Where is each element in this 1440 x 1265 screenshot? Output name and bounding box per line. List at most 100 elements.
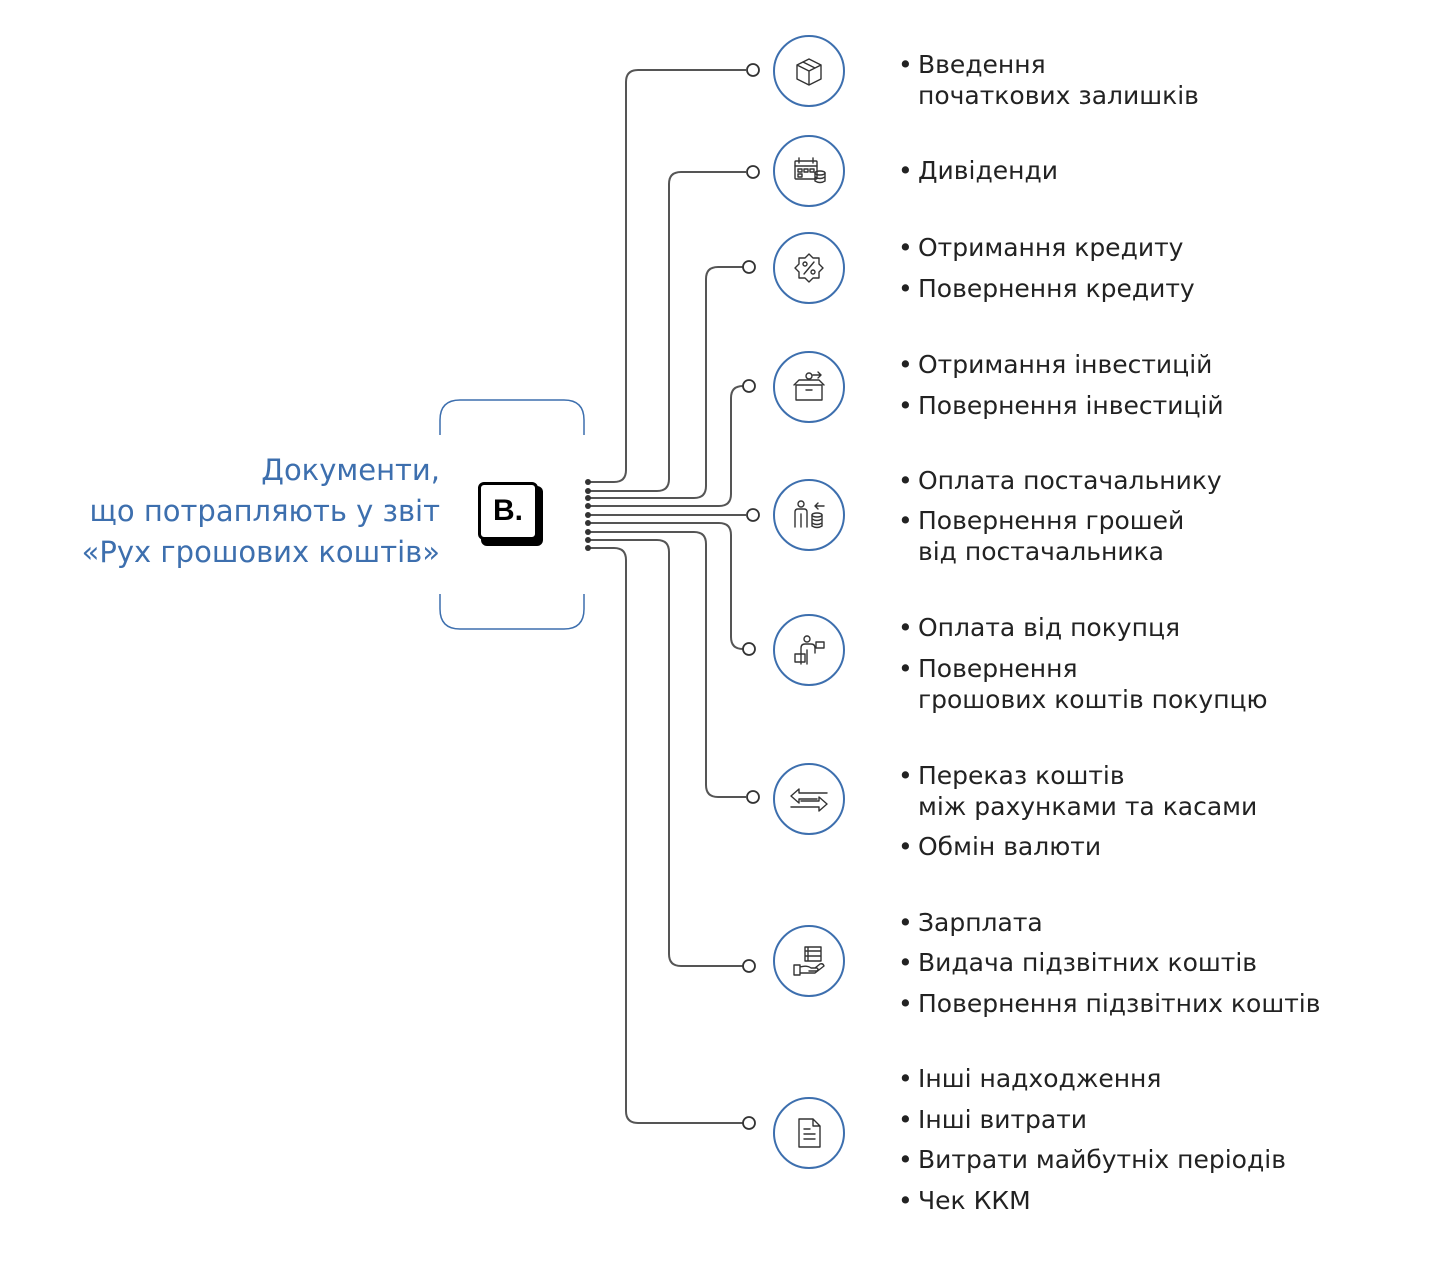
icon-circle-5 xyxy=(773,479,845,551)
icon-circle-9 xyxy=(773,1097,845,1169)
diagram-title: Документи, що потрапляють у звіт «Рух гр… xyxy=(60,450,440,573)
list-item: •Витрати майбутніх періодів xyxy=(898,1144,1286,1175)
bullet-dot: • xyxy=(898,274,913,303)
buyer-payment-icon xyxy=(794,635,825,665)
connector-end-5 xyxy=(746,508,760,522)
connector-end-2 xyxy=(746,165,760,179)
bullet-dot: • xyxy=(898,613,913,642)
logo: B. xyxy=(478,482,544,546)
title-line-1: Документи, xyxy=(261,453,440,487)
connector-pin-1 xyxy=(585,479,591,485)
supplier-payment-icon xyxy=(794,500,825,529)
bullet-dot: • xyxy=(898,989,913,1018)
list-item: •Видача підзвітних коштів xyxy=(898,947,1257,978)
list-item-text: Оплата від покупця xyxy=(918,613,1180,642)
investment-box-icon xyxy=(793,371,825,401)
list-item: •Інші витрати xyxy=(898,1104,1087,1135)
bullet-dot: • xyxy=(898,908,913,937)
icon-circle-4 xyxy=(773,351,845,423)
bullet-dot: • xyxy=(898,506,913,535)
connector-pin-2 xyxy=(585,488,591,494)
bullet-dot: • xyxy=(898,832,913,861)
list-item: •Повернення кредиту xyxy=(898,273,1195,304)
list-item-text: між рахунками та касами xyxy=(918,792,1258,821)
list-item-text: Дивіденди xyxy=(918,156,1059,185)
connector-line-4 xyxy=(588,385,746,507)
list-item-text: Отримання кредиту xyxy=(918,233,1184,262)
connector-line-1 xyxy=(588,69,746,483)
list-item-text: від постачальника xyxy=(918,537,1164,566)
bullet-dot: • xyxy=(898,233,913,262)
list-item: •Зарплата xyxy=(898,907,1043,938)
bullet-dot: • xyxy=(898,1145,913,1174)
bullet-dot: • xyxy=(898,948,913,977)
list-item-text: Інші витрати xyxy=(918,1105,1088,1134)
list-item-text: Інші надходження xyxy=(918,1064,1162,1093)
box-icon xyxy=(796,58,822,86)
connector-line-9 xyxy=(588,547,746,1124)
list-item: •Повернення інвестицій xyxy=(898,390,1224,421)
list-item: •Дивіденди xyxy=(898,155,1058,186)
list-item-text: Введення xyxy=(918,50,1046,79)
list-item-text: Оплата постачальнику xyxy=(918,466,1222,495)
connector-end-7 xyxy=(746,790,760,804)
calendar-coins-icon xyxy=(794,157,826,184)
connector-pin-8 xyxy=(585,537,591,543)
connector-end-8 xyxy=(742,959,756,973)
list-item-text: Отримання інвестицій xyxy=(918,350,1213,379)
list-item: •Отримання інвестицій xyxy=(898,349,1212,380)
list-item: •Отримання кредиту xyxy=(898,232,1183,263)
list-item-text: Видача підзвітних коштів xyxy=(918,948,1258,977)
bullet-dot: • xyxy=(898,50,913,79)
connector-end-3 xyxy=(742,260,756,274)
bullet-dot: • xyxy=(898,761,913,790)
connector-line-8 xyxy=(588,539,746,967)
list-item-text: Повернення інвестицій xyxy=(918,391,1224,420)
list-item-text: грошових коштів покупцю xyxy=(918,685,1268,714)
list-item-text: Переказ коштів xyxy=(918,761,1125,790)
connector-pin-9 xyxy=(585,545,591,551)
list-item: •Оплата від покупця xyxy=(898,612,1180,643)
title-line-2: що потрапляють у звіт xyxy=(89,494,440,528)
connector-pin-5 xyxy=(585,512,591,518)
icon-circle-6 xyxy=(773,614,845,686)
bullet-dot: • xyxy=(898,466,913,495)
list-item: •Оплата постачальнику xyxy=(898,465,1222,496)
list-item: •Інші надходження xyxy=(898,1063,1161,1094)
connector-end-9 xyxy=(742,1116,756,1130)
connector-line-6 xyxy=(588,522,746,650)
list-item: •Обмін валюти xyxy=(898,831,1101,862)
connector-pin-7 xyxy=(585,529,591,535)
connector-pin-4 xyxy=(585,503,591,509)
connector-pin-6 xyxy=(585,520,591,526)
connector-line-2 xyxy=(588,171,746,492)
bracket-bottom xyxy=(439,594,585,630)
percent-gear-icon xyxy=(794,253,824,283)
bracket-top xyxy=(439,399,585,435)
list-item: •Чек ККМ xyxy=(898,1185,1031,1216)
list-item-text: Повернення підзвітних коштів xyxy=(918,989,1321,1018)
list-item-text: Витрати майбутніх періодів xyxy=(918,1145,1286,1174)
connector-end-4 xyxy=(742,379,756,393)
list-item-text: Повернення xyxy=(918,654,1078,683)
connector-pin-3 xyxy=(585,495,591,501)
transfer-arrows-icon xyxy=(790,788,828,812)
bullet-dot: • xyxy=(898,1186,913,1215)
list-item-text: Чек ККМ xyxy=(918,1186,1031,1215)
icon-circle-2 xyxy=(773,135,845,207)
list-item: •Повернення підзвітних коштів xyxy=(898,988,1320,1019)
bullet-dot: • xyxy=(898,350,913,379)
bullet-dot: • xyxy=(898,1064,913,1093)
connector-line-7 xyxy=(588,531,746,798)
salary-hand-icon xyxy=(793,946,825,976)
bullet-dot: • xyxy=(898,654,913,683)
list-item-text: Зарплата xyxy=(918,908,1043,937)
list-item-text: Повернення грошей xyxy=(918,506,1185,535)
connector-end-6 xyxy=(742,642,756,656)
